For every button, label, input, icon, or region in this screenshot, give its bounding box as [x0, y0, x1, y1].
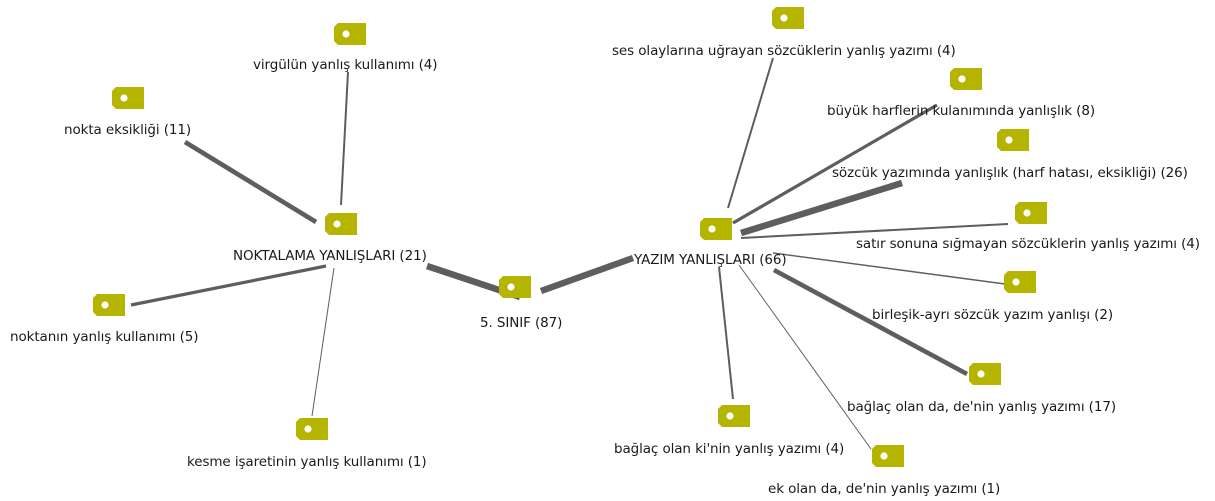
code-tag-icon[interactable] [772, 7, 804, 29]
node-label-nokta-yanlis[interactable]: noktanın yanlış kullanımı (5) [10, 329, 199, 345]
node-label-da-de-ek[interactable]: ek olan da, de'nin yanlış yazımı (1) [768, 481, 1001, 497]
edge-yazim-to-buyuk-harf [732, 103, 938, 225]
code-tag-icon[interactable] [718, 405, 750, 427]
code-tag-icon[interactable] [997, 129, 1029, 151]
code-tag-icon[interactable] [93, 294, 125, 316]
node-label-ki-baglac[interactable]: bağlaç olan ki'nin yanlış yazımı (4) [614, 441, 845, 457]
node-label-yazim[interactable]: YAZIM YANLIŞLARI (66) [634, 252, 787, 268]
code-tag-icon[interactable] [700, 218, 732, 240]
edge-yazim-to-satir-sonu [740, 223, 1009, 239]
edge-noktalama-to-kesme [311, 267, 335, 417]
node-label-nokta-eksik[interactable]: nokta eksikliği (11) [64, 122, 192, 138]
code-tag-icon[interactable] [499, 276, 531, 298]
code-tag-icon[interactable] [112, 87, 144, 109]
node-label-ses-olay[interactable]: ses olaylarına uğrayan sözcüklerin yanlı… [612, 43, 956, 59]
edge-yazim-to-da-de-ek [738, 264, 872, 450]
code-tag-icon[interactable] [950, 68, 982, 90]
node-label-root[interactable]: 5. SINIF (87) [480, 315, 563, 331]
edge-yazim-to-ki-baglac [718, 266, 734, 400]
node-label-noktalama[interactable]: NOKTALAMA YANLIŞLARI (21) [233, 248, 427, 264]
edge-noktalama-to-virgul [340, 71, 349, 206]
node-label-sozcuk-yazim[interactable]: sözcük yazımında yanlışlık (harf hatası,… [832, 165, 1188, 181]
code-tag-icon[interactable] [325, 213, 357, 235]
node-label-birlesik[interactable]: birleşik-ayrı sözcük yazım yanlışı (2) [872, 307, 1113, 323]
node-label-virgul[interactable]: virgülün yanlış kullanımı (4) [253, 57, 438, 73]
code-tag-icon[interactable] [296, 418, 328, 440]
edge-yazim-to-da-de-baglac [772, 267, 969, 377]
code-tag-icon[interactable] [1015, 202, 1047, 224]
code-tag-icon[interactable] [969, 363, 1001, 385]
edge-yazim-to-sozcuk-yazim [740, 179, 903, 237]
edge-root-to-yazim [539, 254, 635, 295]
edge-yazim-to-birlesik [772, 252, 1006, 285]
code-tag-icon[interactable] [872, 445, 904, 467]
node-label-da-de-baglac[interactable]: bağlaç olan da, de'nin yanlış yazımı (17… [847, 399, 1116, 415]
node-label-buyuk-harf[interactable]: büyük harflerin kulanımında yanlışlık (8… [827, 103, 1095, 119]
node-label-satir-sonu[interactable]: satır sonuna sığmayan sözcüklerin yanlış… [856, 236, 1200, 252]
code-tag-icon[interactable] [1004, 271, 1036, 293]
edge-noktalama-to-nokta-eksik [183, 140, 318, 224]
code-tag-icon[interactable] [334, 23, 366, 45]
edge-yazim-to-ses-olay [727, 57, 774, 209]
edge-noktalama-to-nokta-yanlis [130, 264, 327, 307]
node-label-kesme[interactable]: kesme işaretinin yanlış kullanımı (1) [187, 454, 427, 470]
